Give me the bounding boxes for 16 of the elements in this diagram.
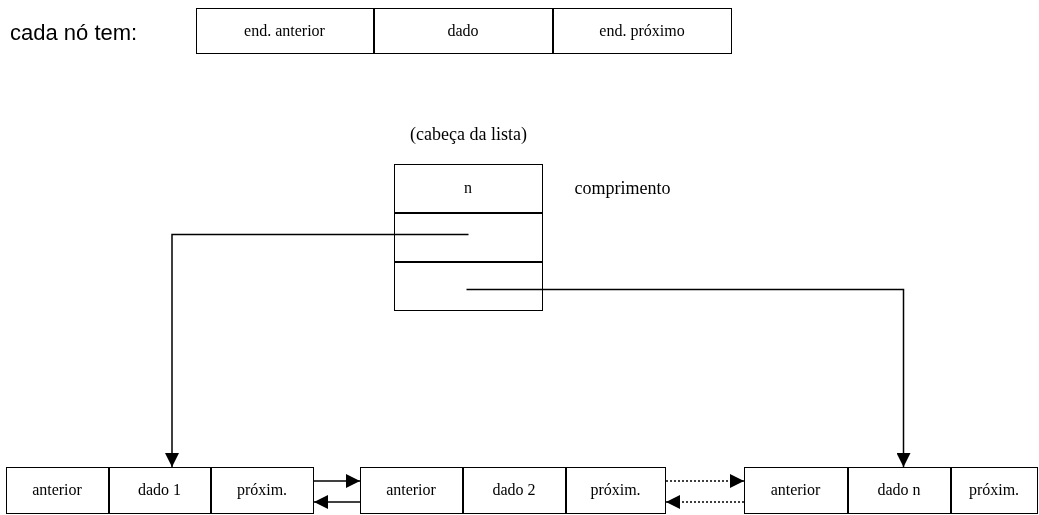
field-cell: dado 1 [108,466,211,514]
field-cell: end. próximo [552,7,732,54]
field-cell: dado 2 [462,466,566,514]
field-cell: end. anterior [195,7,374,54]
arrow [313,474,361,488]
empty-cell [393,212,543,262]
arrow [665,474,745,488]
field-cell: dado [373,7,553,54]
arrow [313,495,361,509]
intro-label: cada nó tem: [10,19,138,47]
arrow [665,495,745,509]
field-cell: dado n [847,466,951,514]
arrow [465,288,911,468]
arrow [165,233,470,468]
side-label: comprimento [574,176,671,200]
box-heading: (cabeça da lista) [410,123,527,146]
